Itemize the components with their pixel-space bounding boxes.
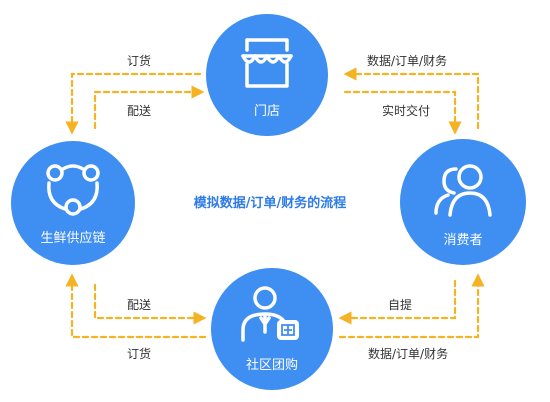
node-consumer: 消费者 [400, 139, 526, 265]
group-leader-icon [241, 286, 299, 342]
center-caption: 模拟数据/订单/财务的流程 [193, 196, 347, 211]
edge-label-store-to-supply: 订货 [127, 54, 152, 68]
edge-label-consumer-to-store: 数据/订单/财务 [367, 54, 448, 68]
node-supply-chain-label: 生鲜供应链 [40, 231, 106, 246]
edge-label-community-to-consumer: 数据/订单/财务 [368, 347, 449, 361]
edge-label-community-to-supply: 订货 [127, 347, 152, 361]
edge-label-supply-to-store: 配送 [127, 104, 152, 118]
storefront-icon [241, 38, 293, 88]
node-community-label: 社区团购 [245, 358, 298, 373]
node-store: 门店 [206, 14, 328, 136]
network-nodes-icon [46, 164, 100, 216]
arrow-community-to-consumer [338, 273, 485, 339]
node-community: 社区团购 [211, 268, 333, 390]
edge-label-consumer-to-community: 自提 [388, 298, 413, 312]
node-supply-chain: 生鲜供应链 [11, 141, 135, 265]
users-icon [434, 164, 492, 217]
arrow-supply-to-store [93, 85, 205, 130]
arrow-store-to-supply [65, 72, 202, 135]
node-consumer-label: 消费者 [443, 233, 483, 248]
arrow-store-to-consumer [343, 90, 462, 135]
edge-label-supply-to-community: 配送 [127, 298, 152, 312]
arrow-consumer-to-store [343, 67, 480, 130]
node-store-label: 门店 [253, 104, 280, 119]
edge-label-store-to-consumer: 实时交付 [382, 104, 431, 118]
arrow-community-to-supply [65, 273, 207, 339]
arrow-consumer-to-community [338, 279, 457, 325]
arrow-supply-to-community [93, 283, 207, 325]
